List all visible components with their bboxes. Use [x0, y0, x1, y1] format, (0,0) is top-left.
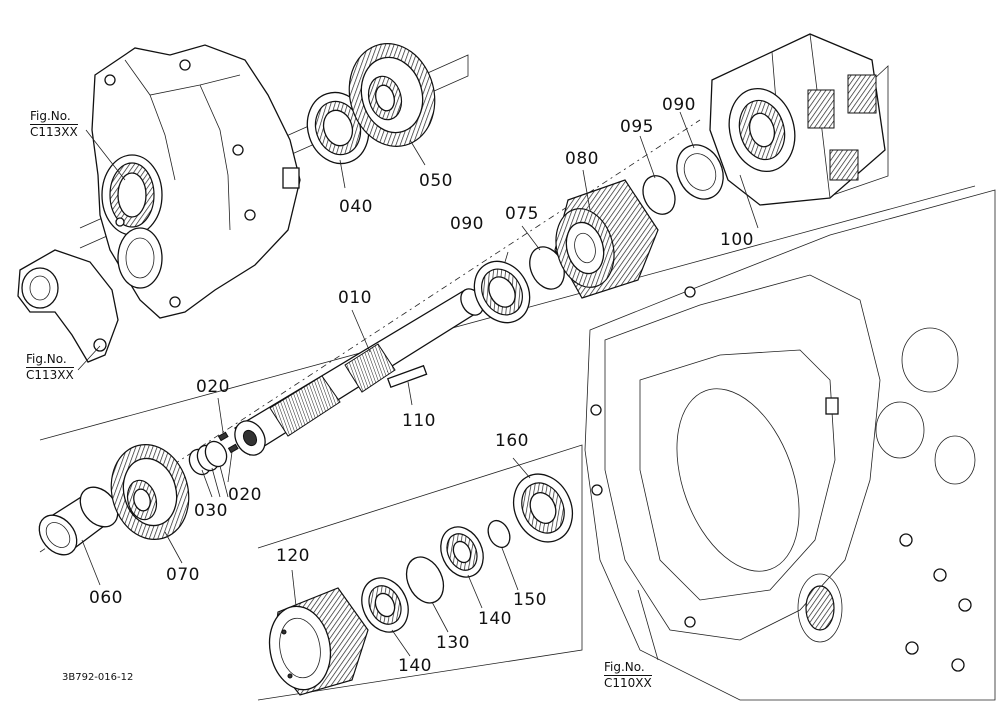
bearing-140-upper-drawing: [440, 526, 484, 578]
part-label-090-upper[interactable]: 090: [662, 95, 696, 115]
part-label-030[interactable]: 030: [194, 501, 228, 521]
part-label-095[interactable]: 095: [620, 117, 654, 137]
key-110-drawing: [386, 364, 428, 389]
gear-120-drawing: [268, 587, 369, 696]
bearing-090-lower-drawing: [473, 260, 531, 324]
gear-080-drawing: [554, 179, 659, 299]
part-label-110[interactable]: 110: [402, 411, 436, 431]
fig-ref-bottom-line1: Fig.No.: [604, 660, 645, 674]
part-label-120[interactable]: 120: [276, 546, 310, 566]
clutch-housing-100-drawing: [709, 33, 886, 206]
part-label-075[interactable]: 075: [505, 204, 539, 224]
collar-060-drawing: [38, 486, 119, 556]
gear-050-drawing: [348, 43, 436, 147]
ring-150-drawing: [487, 519, 511, 549]
ring-130-drawing: [405, 556, 445, 604]
drawing-number: 3B792-016-12: [62, 672, 134, 683]
part-label-020-upper[interactable]: 020: [196, 377, 230, 397]
fig-ref-mid[interactable]: Fig.No. C113XX: [26, 352, 74, 383]
fig-ref-top-line2: C113XX: [30, 124, 78, 139]
part-label-130[interactable]: 130: [436, 633, 470, 653]
part-label-020-lower[interactable]: 020: [228, 485, 262, 505]
fig-ref-bottom-line2: C110XX: [604, 675, 652, 690]
shaft-010-drawing: [234, 288, 484, 456]
ring-095-drawing: [642, 175, 676, 215]
case-housing-drawing: [91, 44, 301, 319]
rings-030-drawing: [188, 440, 228, 476]
transmission-case-drawing: [584, 189, 996, 701]
part-label-060[interactable]: 060: [89, 588, 123, 608]
part-label-140-upper[interactable]: 140: [478, 609, 512, 629]
fig-ref-mid-line1: Fig.No.: [26, 352, 67, 366]
fig-ref-top[interactable]: Fig.No. C113XX: [30, 109, 78, 140]
part-label-080[interactable]: 080: [565, 149, 599, 169]
part-label-150[interactable]: 150: [513, 590, 547, 610]
part-label-090-lower[interactable]: 090: [450, 214, 484, 234]
bearing-160-drawing: [512, 473, 574, 543]
fig-ref-bottom[interactable]: Fig.No. C110XX: [604, 660, 652, 691]
part-label-010[interactable]: 010: [338, 288, 372, 308]
bearing-090-upper-drawing: [676, 144, 724, 200]
fig-ref-top-line1: Fig.No.: [30, 109, 71, 123]
lever-bracket-drawing: [17, 249, 119, 363]
pins-020-drawing: [217, 431, 239, 454]
fig-ref-mid-line2: C113XX: [26, 367, 74, 382]
part-label-140-lower[interactable]: 140: [398, 656, 432, 676]
bearing-140-lower-drawing: [361, 577, 409, 633]
part-label-100[interactable]: 100: [720, 230, 754, 250]
part-label-050[interactable]: 050: [419, 171, 453, 191]
part-label-070[interactable]: 070: [166, 565, 200, 585]
part-label-160[interactable]: 160: [495, 431, 529, 451]
part-label-040[interactable]: 040: [339, 197, 373, 217]
gear-070-drawing: [110, 444, 190, 540]
leader-lines: [77, 111, 759, 661]
